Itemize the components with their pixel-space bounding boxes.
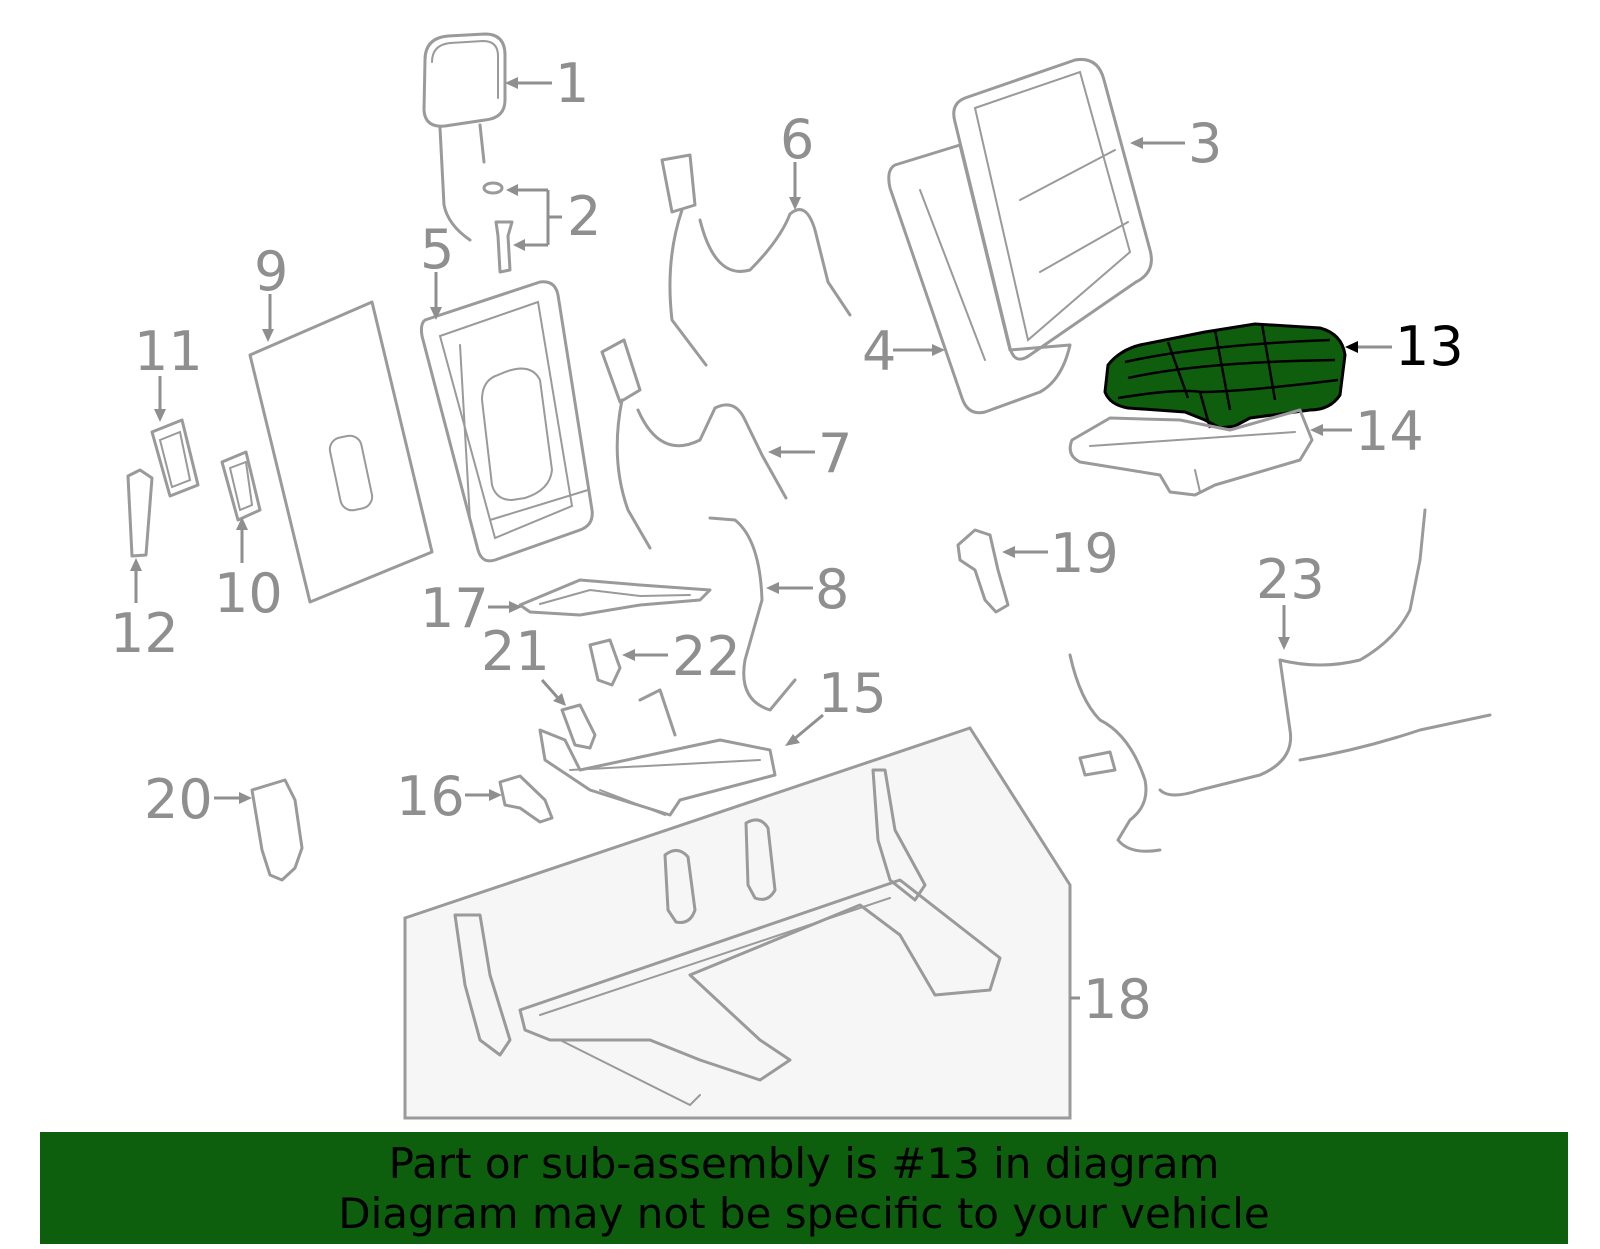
- callout-4: 4: [862, 320, 896, 383]
- callout-9: 9: [254, 240, 288, 303]
- part-8-cable: [708, 516, 797, 712]
- part-19-bracket: [956, 528, 1010, 614]
- part-13-fill: [1103, 322, 1347, 430]
- part-12-bracket: [126, 468, 154, 558]
- part-6-cable: [660, 153, 852, 367]
- part-23-harness: [1068, 508, 1492, 853]
- callout-1: 1: [555, 52, 589, 115]
- callout-10: 10: [214, 562, 283, 625]
- callout-19: 19: [1050, 522, 1119, 585]
- callout-12: 12: [110, 602, 179, 665]
- banner-line-1: Part or sub-assembly is #13 in diagram: [388, 1139, 1220, 1188]
- callout-18: 18: [1083, 968, 1152, 1031]
- callout-6: 6: [780, 108, 814, 171]
- callout-5: 5: [420, 218, 454, 281]
- part-15-seat-frame: [538, 688, 777, 817]
- part-16-latch: [498, 774, 554, 824]
- info-banner: Part or sub-assembly is #13 in diagram D…: [40, 1132, 1568, 1244]
- callout-14: 14: [1355, 400, 1424, 463]
- part-21-cover: [560, 703, 597, 750]
- part-20-bracket: [250, 778, 304, 882]
- part-14-cushion-frame: [1068, 408, 1314, 497]
- callout-22: 22: [672, 625, 741, 688]
- callout-20: 20: [144, 768, 213, 831]
- callout-8: 8: [815, 558, 849, 621]
- leader-lines: [130, 77, 1392, 1000]
- part-22-cover: [588, 638, 622, 687]
- banner-line-2: Diagram may not be specific to your vehi…: [338, 1189, 1270, 1238]
- callout-labels: 1 2 3 4 5 6 7 8 9 10 11 12 13 14 15 16 1…: [110, 52, 1464, 1031]
- part-13-cushion-highlighted: [1103, 322, 1347, 430]
- part-9-panel: [248, 300, 434, 604]
- callout-11: 11: [134, 320, 203, 383]
- callout-23: 23: [1256, 548, 1325, 611]
- callout-2: 2: [567, 185, 601, 248]
- callout-21: 21: [481, 620, 550, 683]
- callout-13: 13: [1395, 315, 1464, 378]
- part-5-seatback: [419, 280, 594, 563]
- part-10-handle: [220, 450, 262, 522]
- part-11-handle: [150, 418, 200, 498]
- callout-7: 7: [818, 422, 852, 485]
- part-3-seatback-frame: [887, 57, 1153, 415]
- part-2-guides: [482, 181, 514, 274]
- callout-17: 17: [420, 577, 489, 640]
- callout-16: 16: [396, 765, 465, 828]
- part-7-cable: [600, 338, 788, 550]
- callout-15: 15: [818, 662, 887, 725]
- part-1-headrest: [422, 32, 507, 242]
- callout-3: 3: [1188, 112, 1222, 175]
- part-17-spring-mat: [518, 578, 712, 617]
- part-18-boxed-assembly: [403, 726, 1072, 1120]
